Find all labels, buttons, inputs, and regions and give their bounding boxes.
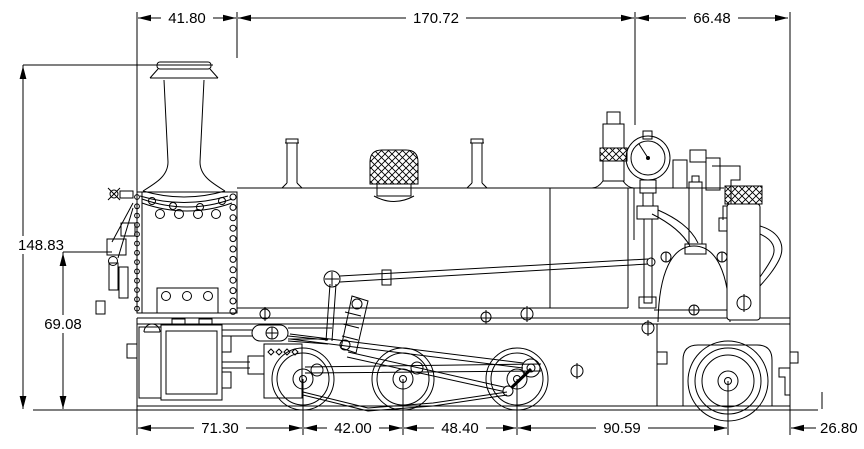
smokebox bbox=[134, 191, 238, 315]
dim-label-front-fitting-height: 69.08 bbox=[44, 316, 82, 333]
frame bbox=[136, 317, 799, 407]
dim-label-boiler-length: 170.72 bbox=[413, 10, 459, 27]
dim-label-smokebox-length: 41.80 bbox=[168, 10, 206, 27]
dim-label-trailing-to-rear: 26.80 bbox=[820, 420, 858, 437]
safety-valve bbox=[591, 111, 635, 189]
pressure-gauge bbox=[625, 130, 671, 309]
rail-line bbox=[33, 392, 823, 411]
extension-lines bbox=[136, 12, 791, 435]
eccentric-rod bbox=[346, 351, 509, 393]
trailing-wheel-cutout bbox=[682, 344, 773, 406]
dim-label-axle1-to-axle2: 42.00 bbox=[334, 420, 372, 437]
motion-rods bbox=[222, 324, 332, 399]
dim-label-front-to-axle1: 71.30 bbox=[201, 420, 239, 437]
firebox bbox=[654, 175, 736, 323]
rear-coupler bbox=[778, 367, 790, 396]
dimension-top: 41.80 170.72 66.48 bbox=[138, 9, 788, 27]
boiler-pipe-front bbox=[281, 138, 303, 189]
dimension-overall-height: 148.83 bbox=[11, 64, 213, 409]
crosshead bbox=[251, 324, 289, 342]
gauge-needle bbox=[638, 143, 649, 159]
valve-gear bbox=[287, 257, 656, 412]
dim-label-axle2-to-axle3: 48.40 bbox=[441, 420, 479, 437]
smokebox-saddle-plate bbox=[156, 287, 219, 314]
smokebox-door-fittings bbox=[95, 187, 136, 315]
footplate-screws bbox=[259, 306, 655, 379]
locomotive bbox=[33, 61, 823, 422]
backhead-pipework bbox=[651, 149, 741, 247]
dimension-bottom: 71.30 42.00 48.40 90.59 26.80 bbox=[138, 420, 858, 437]
dim-label-rear-overhang: 66.48 bbox=[693, 10, 731, 27]
chimney bbox=[139, 61, 229, 203]
dimensions: 41.80 170.72 66.48 148.83 69.08 bbox=[11, 9, 858, 437]
dim-label-overall-height: 148.83 bbox=[18, 237, 64, 254]
steam-dome bbox=[369, 149, 419, 202]
expansion-link bbox=[340, 295, 369, 354]
dim-label-axle3-to-trailing: 90.59 bbox=[603, 420, 641, 437]
oil-tank bbox=[724, 185, 783, 321]
boiler-pipe-mid bbox=[466, 138, 488, 189]
boiler bbox=[237, 187, 724, 309]
trailing-wheel bbox=[687, 340, 769, 422]
dimension-front-fitting-height: 69.08 bbox=[35, 251, 112, 409]
cylinder-block bbox=[126, 318, 232, 401]
